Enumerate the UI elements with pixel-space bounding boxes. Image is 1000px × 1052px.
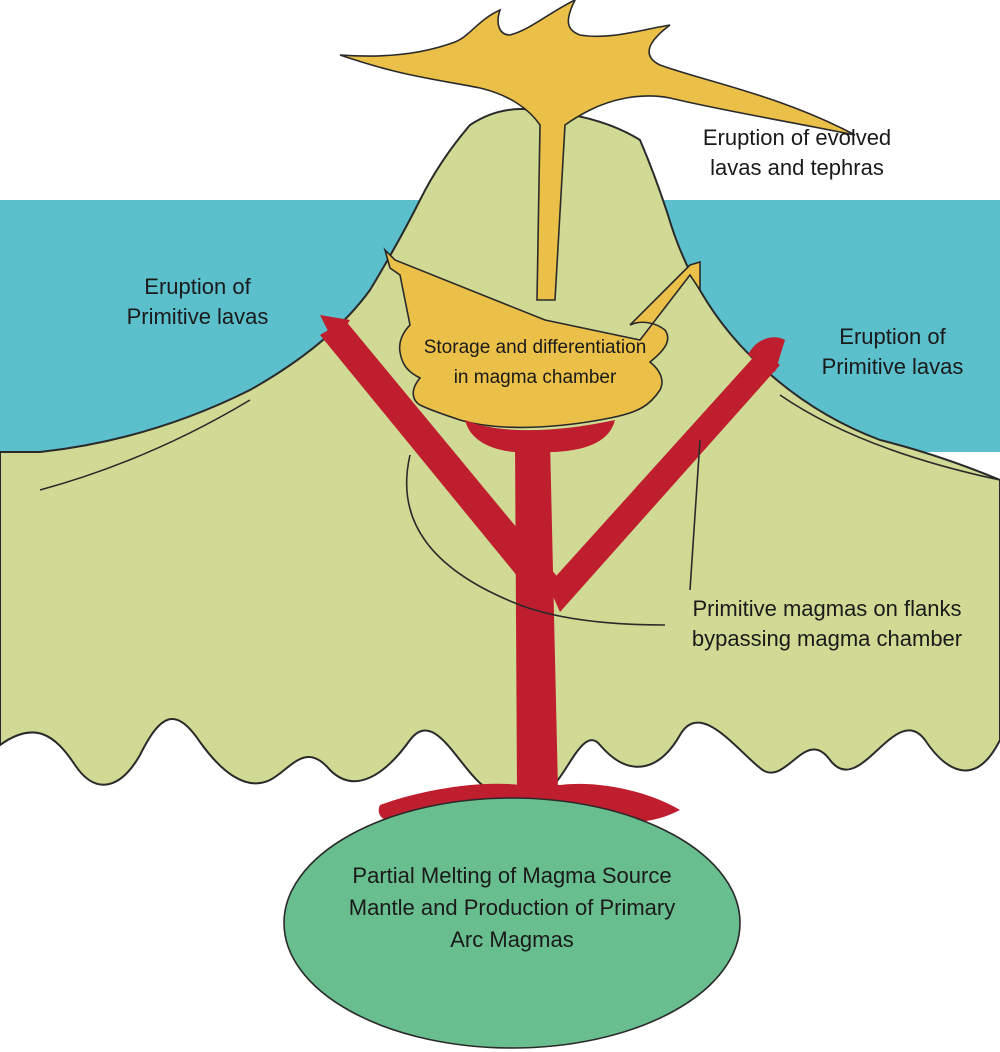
right-arrowhead: [748, 337, 785, 372]
eruption-plume: [339, 0, 856, 301]
left-feeder-arm: [320, 320, 560, 610]
magma-chamber: [383, 247, 701, 429]
label-eruption-evolved: Eruption of evolved lavas and tephras: [702, 125, 892, 180]
label-eruption-primitive-right: Eruption of Primitive lavas: [821, 324, 964, 379]
label-flank-bypass: Primitive magmas on flanks bypassing mag…: [691, 596, 963, 651]
label-magma-chamber: Storage and differentiation in magma cha…: [423, 337, 647, 388]
leader-line-left: [405, 454, 666, 626]
left-arrowhead: [320, 315, 350, 345]
leader-line-right: [689, 439, 701, 591]
left-flank-line: [39, 399, 251, 491]
feeder-trunk: [515, 440, 558, 790]
right-feeder-arm: [548, 350, 780, 612]
land-crust: [0, 108, 1000, 792]
chamber-base-pool: [465, 420, 615, 452]
magma-source-region: [283, 797, 741, 1049]
label-magma-source: Partial Melting of Magma Source Mantle a…: [348, 863, 676, 952]
label-eruption-primitive-left: Eruption of Primitive lavas: [126, 274, 269, 329]
right-flank-line: [779, 394, 1000, 481]
